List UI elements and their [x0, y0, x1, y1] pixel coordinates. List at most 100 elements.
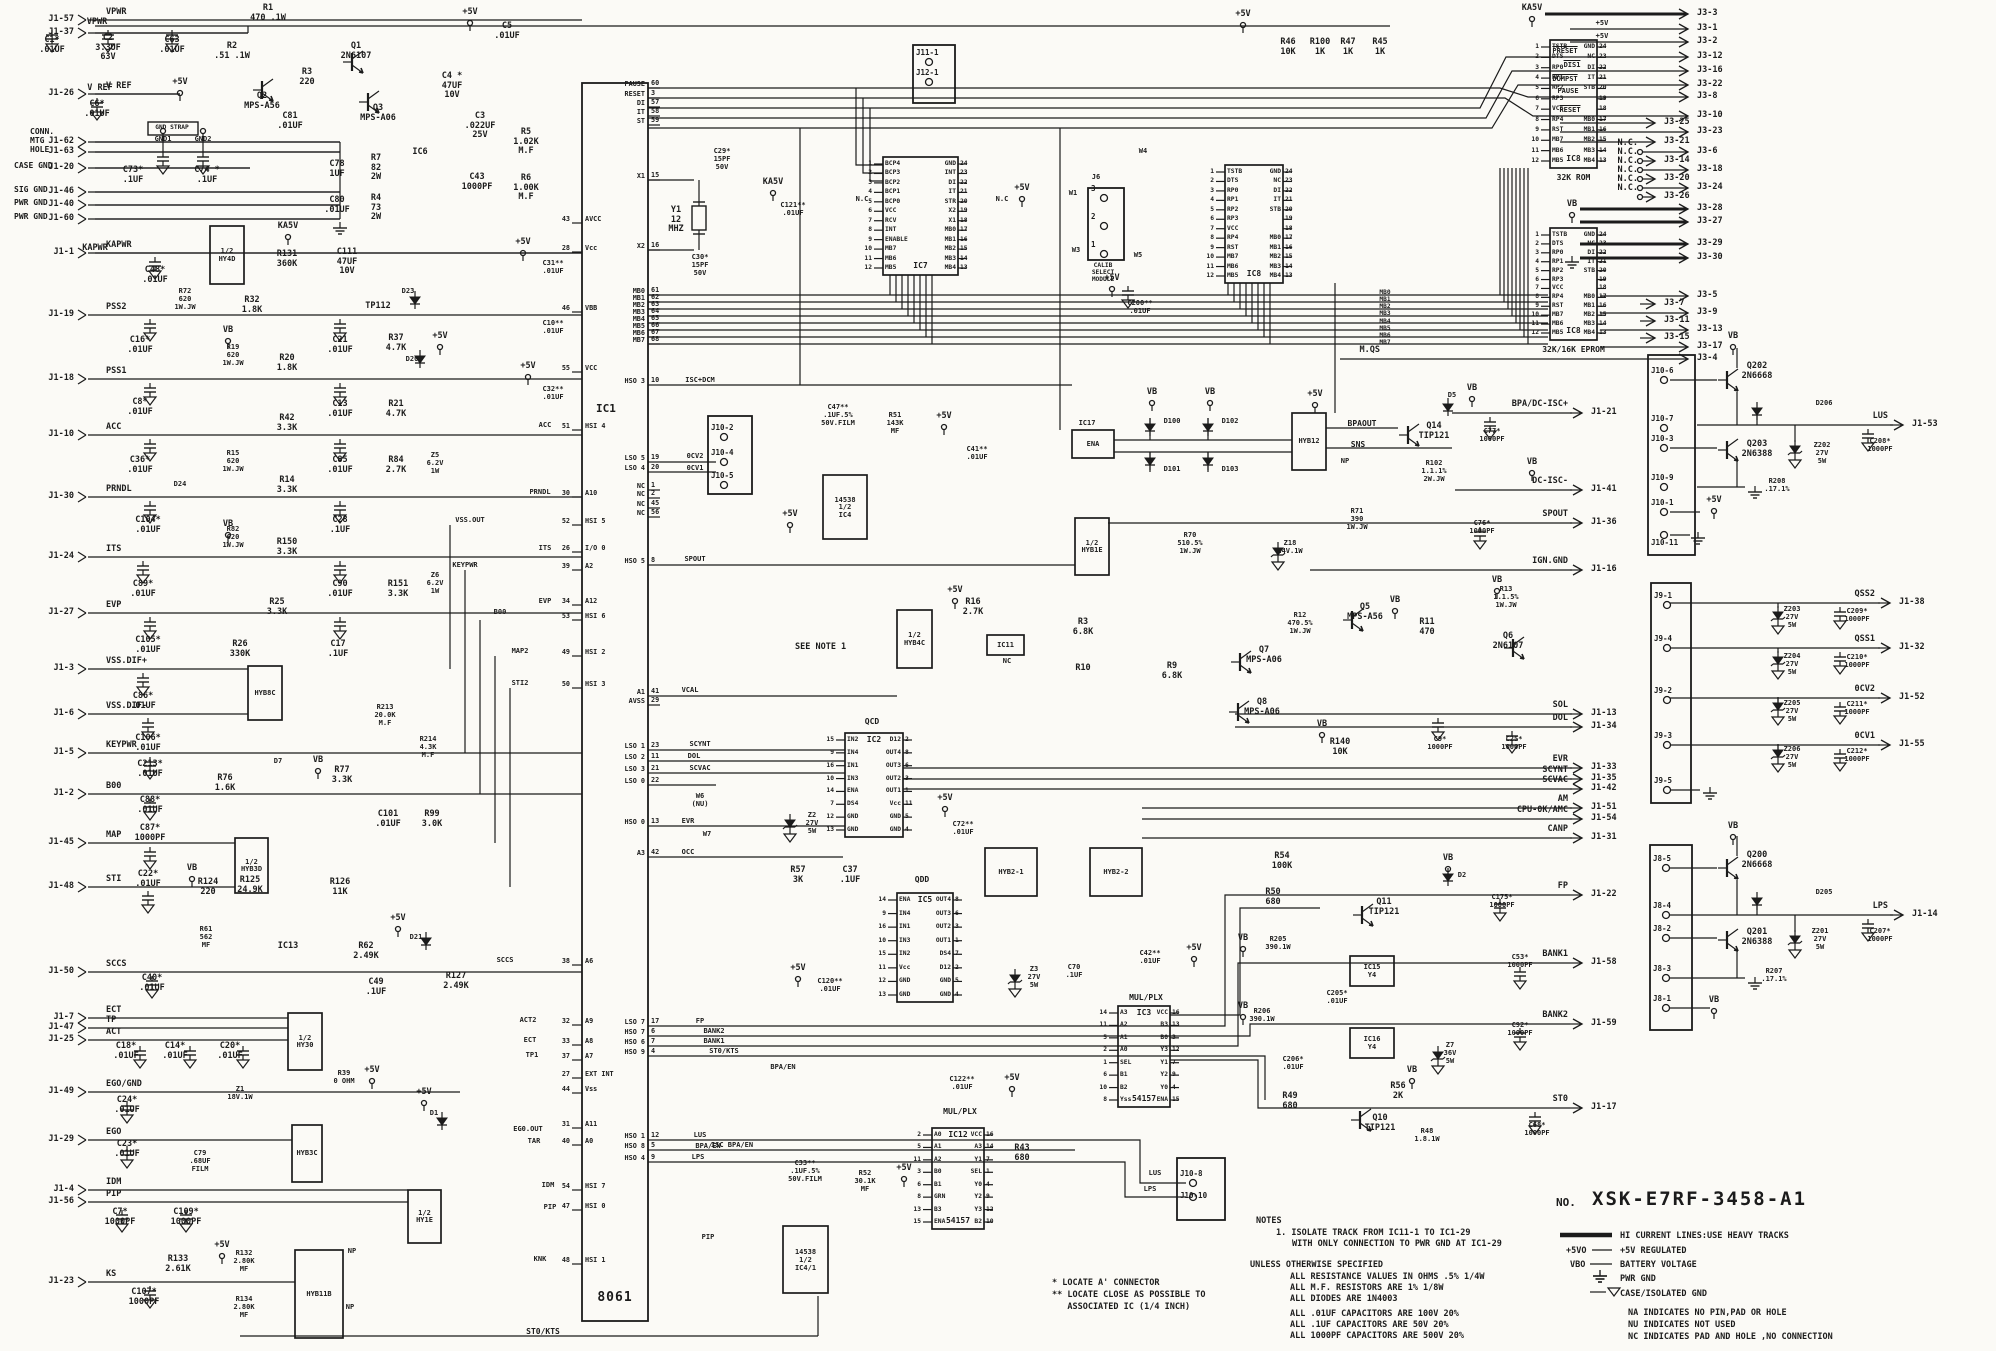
text-label: +5V: [1706, 495, 1722, 505]
wire: [1237, 700, 1250, 710]
wire: [77, 842, 87, 849]
pin-name: IN1: [899, 923, 911, 931]
hybrid-label: ENA: [1086, 439, 1100, 448]
wire: [1770, 663, 1774, 667]
pin-name: B2: [974, 1218, 982, 1225]
pin-name: MB7: [885, 245, 897, 253]
wire: [77, 1134, 87, 1141]
pin-name: RP0: [1552, 63, 1564, 71]
text-label: VB: [1406, 1065, 1418, 1075]
text-label: Q8 MPS-A06: [1244, 697, 1280, 717]
wire: [1880, 642, 1892, 654]
left-pin-signal: PSS2: [106, 302, 127, 312]
text-label: R77 3.3K: [331, 765, 353, 785]
pin-name: NC: [1587, 239, 1595, 247]
text-label: C48* .01UF: [142, 265, 168, 285]
pin-number: 9: [830, 748, 834, 756]
right-arrow-signal: DOL: [1552, 713, 1568, 723]
text-label: C210* 1000PF: [1844, 653, 1870, 669]
text-label: R20 1.8K: [276, 353, 298, 373]
chip-ref: IC7: [913, 261, 928, 270]
wire: [648, 87, 1686, 98]
text-label: C209* 1000PF: [1844, 607, 1870, 623]
pin-number: 22: [960, 178, 968, 186]
pin-number: 10: [878, 936, 886, 944]
text-label: Q14 TIP121: [1418, 421, 1450, 441]
wire: [367, 104, 380, 114]
wire: [1770, 716, 1786, 726]
wire: [147, 270, 163, 280]
pin-name: EXT INT: [585, 1070, 614, 1078]
pin-name: RP3: [1227, 215, 1239, 223]
pin-number: 7: [1535, 105, 1539, 113]
connector-pin-circle: [1659, 375, 1669, 385]
pin-number: 16: [1599, 302, 1607, 310]
pin-number: 4: [1535, 74, 1539, 82]
wire: [144, 989, 160, 999]
hybrid-label: IC15 Y4: [1363, 963, 1381, 979]
pin-number: 3: [651, 89, 656, 97]
text-label: V REF: [87, 83, 113, 93]
pin-number: 20: [1599, 84, 1607, 92]
wire: [1248, 667, 1252, 674]
wire: [77, 1281, 87, 1288]
pin-number: 10: [1099, 1083, 1107, 1091]
pin-name: BCP0: [885, 197, 901, 205]
wire: [1007, 988, 1023, 998]
right-arrow-pin: J3-9: [1697, 307, 1718, 317]
wire: [1370, 920, 1374, 927]
pin-name: A9: [585, 1017, 594, 1025]
pin-number: 60: [651, 79, 660, 87]
text-label: C31** .01UF: [542, 259, 564, 275]
wire: [77, 1022, 87, 1029]
text-label: R32 1.8K: [241, 295, 263, 315]
pin-name: MB0: [632, 287, 645, 295]
pin-name: LSO 0: [624, 777, 645, 785]
left-pin-label: J1-63: [48, 146, 74, 156]
drawing-number-prefix: NO.: [1556, 1196, 1576, 1209]
text-label: ST0/KTS: [709, 1047, 739, 1055]
text-label: R127 2.49K: [443, 971, 469, 991]
legend-case-gnd: CASE/ISOLATED GND: [1620, 1289, 1707, 1299]
wire: [1860, 932, 1876, 942]
wire: [77, 1184, 87, 1191]
text-label: R14 3.3K: [276, 475, 298, 495]
wire: [1407, 423, 1420, 433]
right-arrow-signal: DC-ISC-: [1532, 476, 1568, 486]
wire: [164, 43, 180, 53]
text-label: +5V: [937, 793, 953, 803]
pin-name: NC: [636, 490, 645, 498]
wire: [1572, 832, 1584, 844]
power-flag-icon: [1206, 399, 1214, 407]
right-arrow-pin: J1-33: [1591, 762, 1617, 772]
pin-number: 38: [561, 957, 570, 965]
pin-number: 14: [960, 254, 968, 262]
text-label: TAR: [527, 1137, 541, 1145]
left-pin-label: J1-4: [53, 1184, 74, 1194]
text-label: IDM: [541, 1181, 555, 1189]
wire: [77, 141, 87, 148]
connector-pin-circle: [1661, 973, 1671, 983]
connector-pin-label: J10-3: [1651, 434, 1674, 443]
right-arrow-pin: J3-28: [1697, 203, 1723, 213]
text-label: R84 2.7K: [385, 455, 407, 475]
pin-number: 4: [1535, 257, 1539, 265]
right-arrow-signal: CANP: [1547, 824, 1568, 834]
left-pin-label: J1-1: [53, 247, 74, 257]
wire: [660, 1023, 1570, 1037]
wire: [1770, 670, 1786, 680]
pin-name: AVCC: [585, 215, 602, 223]
pin-number: 4: [651, 1047, 656, 1055]
connector-pin-label: J10-8: [1180, 1169, 1203, 1178]
wire: [351, 50, 364, 60]
pin-name: LSO 3: [624, 765, 645, 773]
text-label: KA5V: [277, 221, 299, 231]
right-arrow-pin: J1-13: [1591, 708, 1617, 718]
pin-name: LSO 2: [624, 753, 645, 761]
pin-name: HSO 0: [624, 818, 645, 826]
power-flag-icon: [1311, 401, 1319, 409]
text-label: NP: [1340, 457, 1350, 465]
right-arrow-pin: J1-54: [1591, 813, 1617, 823]
wire: [1770, 709, 1774, 713]
hybrid-label: 1/2 HYB3D: [240, 857, 263, 874]
